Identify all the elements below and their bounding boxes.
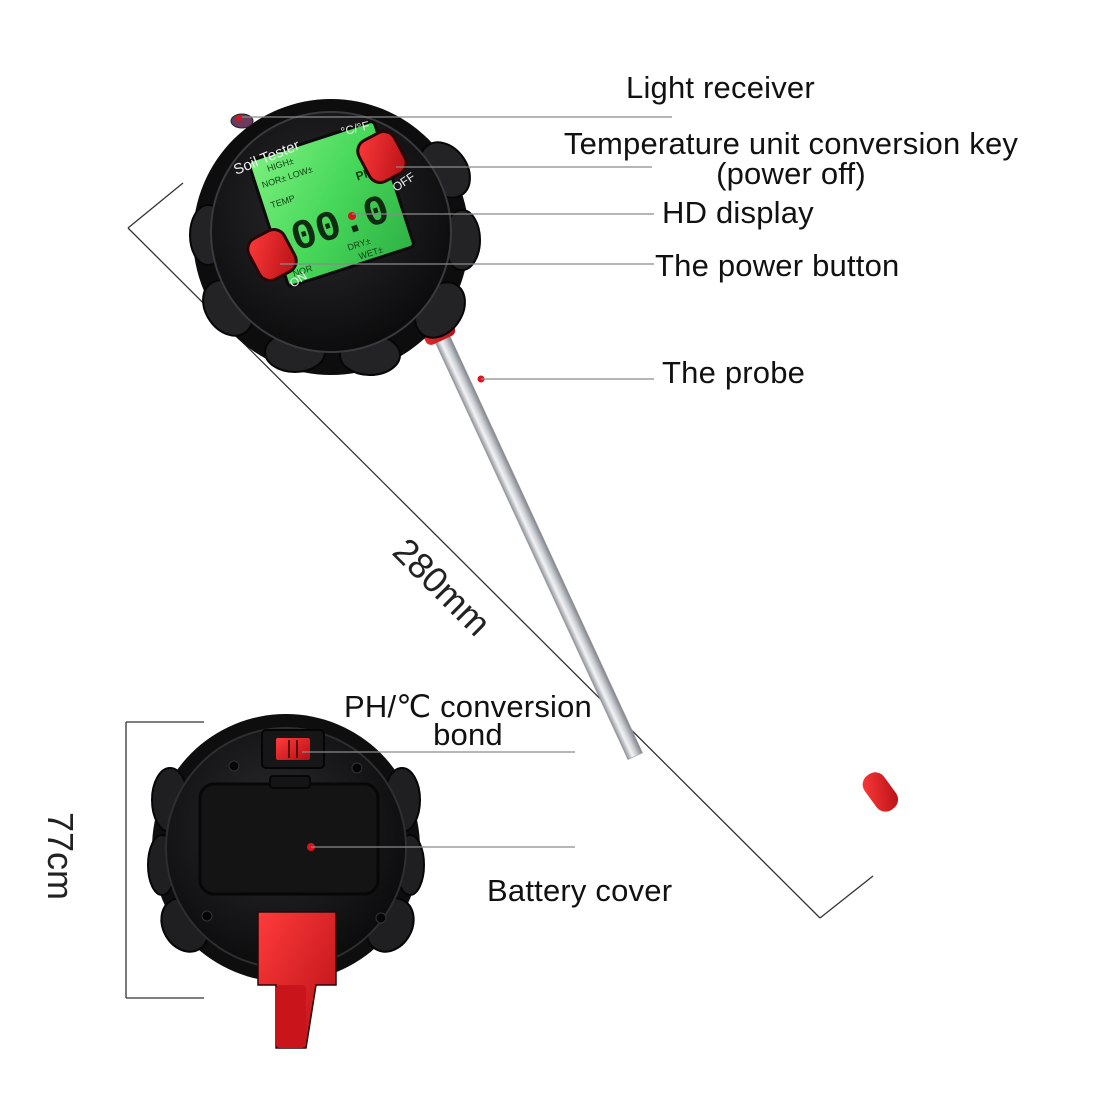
- leader-lines: [242, 116, 672, 848]
- callout-hd-display: HD display: [662, 195, 814, 230]
- power-button: [246, 228, 298, 282]
- callout-temp-key-line1: Temperature unit conversion key: [563, 126, 1019, 161]
- ph-conversion-switch: [276, 738, 310, 760]
- temperature-unit-key: [356, 130, 408, 184]
- tester-front-body: HIGH± NOR± LOW± TEMP PH 00.0 NOR DRY± WE…: [189, 99, 481, 376]
- diameter-dimension-line: [125, 721, 204, 999]
- callout-battery-cover: Battery cover: [487, 873, 673, 908]
- callout-ph-bond-line1: PH/℃ conversion: [343, 689, 593, 724]
- unit-key-label: °C/°F: [339, 118, 370, 139]
- callout-light-receiver: Light receiver: [626, 70, 815, 105]
- tester-back-body: [147, 714, 425, 1049]
- callout-temp-key-line2: (power off): [716, 156, 866, 191]
- light-receiver: [230, 113, 254, 129]
- callout-ph-bond-line2: bond: [433, 717, 503, 752]
- callout-probe: The probe: [662, 355, 806, 390]
- battery-cover: [198, 782, 380, 896]
- probe-tip: [862, 772, 899, 812]
- callout-power-button: The power button: [655, 248, 900, 283]
- diameter-dimension-label: 77cm: [40, 812, 81, 901]
